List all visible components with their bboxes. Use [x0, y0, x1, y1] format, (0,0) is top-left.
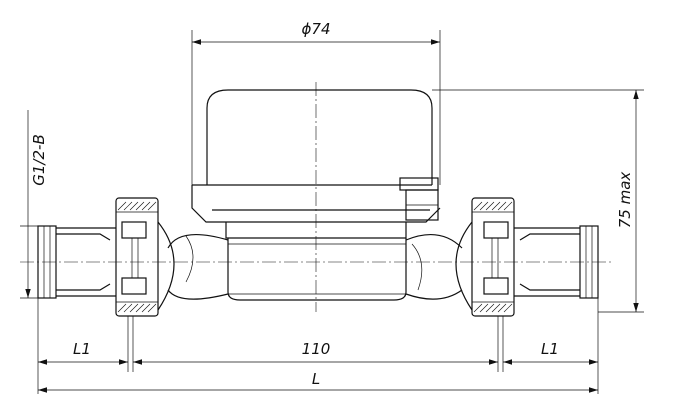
diameter-dimension: ϕ74 [191, 20, 441, 185]
left-connector [37, 197, 159, 317]
thread-label: G1/2-B [30, 134, 48, 185]
left-connector-length-label: L1 [73, 340, 91, 358]
height-dimension: 75 max [432, 89, 644, 313]
diameter-label: ϕ74 [302, 20, 331, 38]
thread-dimension: G1/2-B [20, 110, 48, 299]
center-lines [20, 82, 612, 312]
body-length-label: 110 [302, 340, 331, 358]
right-connector [471, 197, 599, 317]
bottom-dimensions: L1 110 L1 L [37, 298, 599, 394]
height-label: 75 max [616, 172, 634, 229]
total-length-label: L [312, 370, 320, 388]
right-connector-length-label: L1 [541, 340, 559, 358]
meter-body [157, 89, 473, 311]
